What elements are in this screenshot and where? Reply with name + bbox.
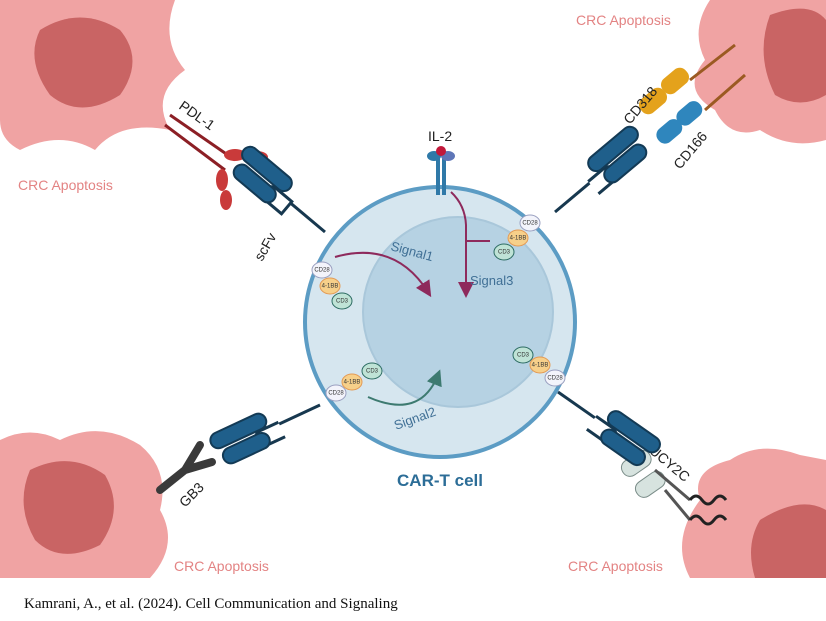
cd318-cd166-antigens [638,43,746,144]
crc-apoptosis-label: CRC Apoptosis [568,558,663,574]
il2-receptor [427,146,455,195]
svg-text:CD3: CD3 [336,299,349,305]
gb3-label: GB3 [176,479,207,510]
signal3-label: Signal3 [470,273,513,288]
car-t-cell-nucleus [362,216,554,408]
tumor-cell-bottom-right [682,448,826,578]
citation: Kamrani, A., et al. (2024). Cell Communi… [24,596,398,612]
svg-text:CD28: CD28 [547,376,563,382]
tumor-cell-top-right [694,0,826,144]
signal3-arrow [450,191,474,298]
il2-label: IL-2 [428,128,452,144]
car-t-diagram: CRC Apoptosis CRC Apoptosis CRC Apoptosi… [0,0,826,578]
car-receptor-bottom-right [557,390,661,467]
svg-text:CD3: CD3 [366,369,379,375]
tumor-cell-bottom-left [0,431,168,578]
car-receptor-top-left [232,145,326,234]
signaling-domains-left-top: CD28 4-1BB CD3 [311,261,353,310]
gb3-antigen [156,441,216,494]
car-receptor-bottom-left [209,403,321,465]
tumor-cell-top-left [0,0,185,150]
svg-text:4-1BB: 4-1BB [510,236,527,242]
car-t-cell-label: CAR-T cell [397,471,483,490]
signaling-domains-right-bottom: CD28 4-1BB CD3 [512,346,566,387]
svg-text:4-1BB: 4-1BB [532,363,549,369]
signaling-domains-right-top: CD28 4-1BB CD3 [493,214,541,261]
svg-text:CD28: CD28 [314,268,330,274]
car-receptor-top-right [554,125,648,214]
crc-apoptosis-label: CRC Apoptosis [174,558,269,574]
svg-text:CD3: CD3 [498,250,511,256]
scfv-label: scFv [251,230,280,264]
svg-text:CD28: CD28 [328,391,344,397]
crc-apoptosis-label: CRC Apoptosis [576,12,671,28]
svg-text:CD28: CD28 [522,221,538,227]
crc-apoptosis-label: CRC Apoptosis [18,177,113,193]
svg-text:CD3: CD3 [517,353,530,359]
svg-text:4-1BB: 4-1BB [322,284,339,290]
pdl1-label: PDL-1 [176,97,218,133]
svg-text:4-1BB: 4-1BB [344,380,361,386]
signal1-arrow [334,251,432,298]
signal2-arrow [367,369,442,406]
signaling-domains-left-bottom: CD28 4-1BB CD3 [325,362,383,402]
